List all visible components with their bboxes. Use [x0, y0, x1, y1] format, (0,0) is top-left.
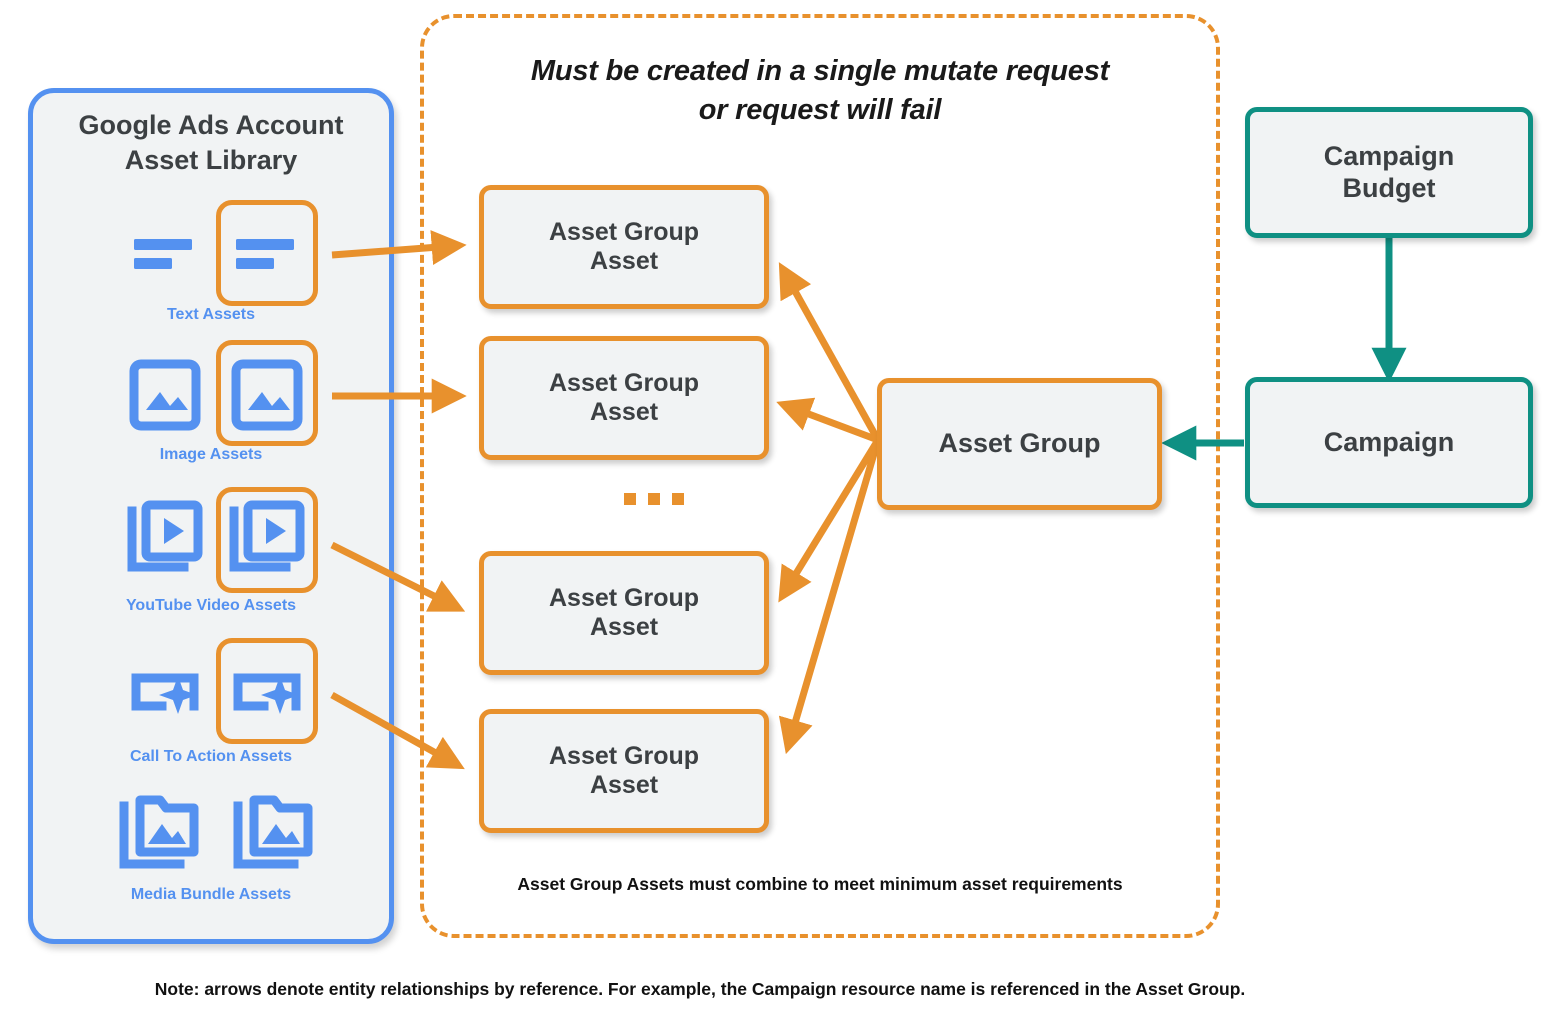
campaign-card[interactable]: Campaign — [1245, 377, 1533, 508]
mutate-request-title: Must be created in a single mutate reque… — [430, 52, 1210, 130]
youtube-video-assets-highlight-box — [216, 487, 318, 593]
asset-group-asset-card[interactable]: Asset Group Asset — [479, 336, 769, 460]
library-item-media-bundle-assets[interactable]: Media Bundle Assets — [28, 790, 394, 903]
asset-group-asset-label-line2: Asset — [589, 613, 659, 641]
library-item-text-assets[interactable]: Text Assets — [28, 200, 394, 323]
ellipsis-indicator — [624, 493, 684, 505]
mutate-request-footnote: Asset Group Assets must combine to meet … — [517, 874, 1123, 894]
text-lines-icon — [224, 210, 310, 298]
library-item-label: Media Bundle Assets — [130, 886, 292, 903]
asset-group-asset-label-line2: Asset — [589, 771, 659, 799]
library-item-youtube-video-assets[interactable]: YouTube Video Assets — [28, 487, 394, 614]
video-stack-icon — [224, 497, 310, 585]
asset-library-panel — [28, 88, 394, 944]
library-item-image-assets[interactable]: Image Assets — [28, 340, 394, 463]
library-item-call-to-action-assets[interactable]: Call To Action Assets — [28, 638, 394, 765]
asset-group-asset-card[interactable]: Asset Group Asset — [479, 551, 769, 675]
asset-library-title: Google Ads Account Asset Library — [28, 108, 394, 178]
campaign-budget-card[interactable]: Campaign Budget — [1245, 107, 1533, 238]
library-item-label: Image Assets — [159, 446, 263, 463]
asset-group-label: Asset Group — [938, 428, 1101, 459]
text-lines-icon — [122, 210, 208, 298]
call-to-action-icon — [122, 648, 208, 736]
mutate-request-container — [420, 14, 1220, 938]
campaign-budget-label-line1: Campaign — [1323, 140, 1455, 171]
diagram-note: Note: arrows denote entity relationships… — [154, 979, 1246, 999]
text-assets-highlight-box — [216, 200, 318, 306]
asset-group-asset-label-line2: Asset — [589, 247, 659, 275]
library-item-label: Call To Action Assets — [129, 748, 293, 765]
asset-group-asset-label-line1: Asset Group — [548, 741, 700, 770]
campaign-budget-label-line2: Budget — [1342, 172, 1436, 203]
image-assets-highlight-box — [216, 340, 318, 446]
library-item-label: Text Assets — [166, 306, 256, 323]
media-bundle-icon — [116, 790, 202, 878]
media-bundle-icon — [230, 790, 316, 878]
campaign-label: Campaign — [1323, 426, 1455, 457]
asset-group-asset-card[interactable]: Asset Group Asset — [479, 185, 769, 309]
asset-group-asset-label-line2: Asset — [589, 398, 659, 426]
asset-library-title-line1: Google Ads Account — [78, 110, 344, 140]
asset-group-card[interactable]: Asset Group — [877, 378, 1162, 510]
asset-group-asset-label-line1: Asset Group — [548, 368, 700, 397]
video-stack-icon — [122, 497, 208, 585]
asset-group-asset-label-line1: Asset Group — [548, 217, 700, 246]
asset-group-asset-card[interactable]: Asset Group Asset — [479, 709, 769, 833]
mutate-request-title-line2: or request will fail — [698, 94, 942, 127]
asset-library-title-line2: Asset Library — [124, 145, 298, 176]
image-icon — [224, 350, 310, 438]
asset-group-asset-label-line1: Asset Group — [548, 583, 700, 612]
image-icon — [122, 350, 208, 438]
call-to-action-icon — [224, 648, 310, 736]
call-to-action-assets-highlight-box — [216, 638, 318, 744]
library-item-label: YouTube Video Assets — [125, 597, 297, 614]
mutate-request-title-line1: Must be created in a single mutate reque… — [530, 55, 1110, 87]
